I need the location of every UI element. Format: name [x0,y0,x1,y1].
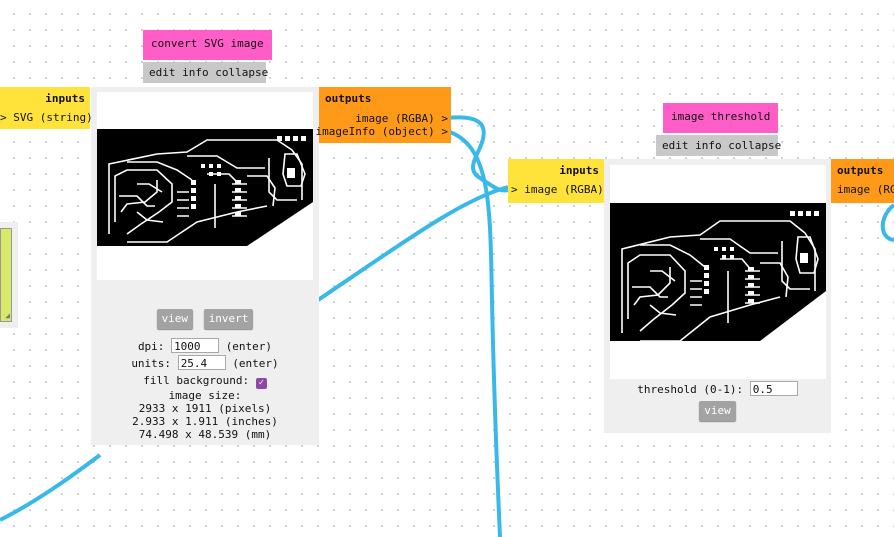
convert-outputs-panel: outputs image (RGBA) > imageInfo (object… [315,87,451,143]
resize-grip-icon[interactable]: ◢ [5,311,10,320]
threshold-module-menu: edit info collapse [656,135,782,156]
edit-link[interactable]: edit [662,139,689,152]
wire-lower-left [0,453,102,522]
left-text-panel: ◢ [0,222,18,328]
image-size-inches: 2.933 x 1.911 (inches) [132,415,278,428]
convert-module-panel: view invert dpi: 1000 (enter) units: 25.… [91,87,319,445]
threshold-module-panel: threshold (0-1): 0.5 view [604,159,831,433]
output-port-image[interactable]: image (RGBA) > [355,112,448,125]
pcb-preview-image [97,129,313,246]
threshold-preview-image [610,203,826,342]
wire-to-threshold-input [316,185,509,302]
convert-settings: dpi: 1000 (enter) units: 25.4 (enter) fi… [91,338,319,441]
outputs-header: outputs [837,164,884,177]
collapse-link[interactable]: collapse [728,139,782,152]
convert-module-title[interactable]: convert SVG image [143,30,272,60]
image-size-label: image size: [168,389,242,402]
threshold-preview-canvas [610,165,826,379]
threshold-button-row: view [604,401,831,421]
threshold-module-title[interactable]: image threshold [663,103,779,133]
wire-imageinfo-down [446,129,502,537]
left-textarea[interactable]: ◢ [0,228,12,322]
units-hint: (enter) [232,357,279,370]
info-link[interactable]: info [695,139,722,152]
dpi-hint: (enter) [225,340,273,353]
input-port-svg[interactable]: > SVG (string) [0,111,93,124]
wire-image-to-threshold [446,115,509,193]
threshold-outputs-panel: outputs image (RG [831,159,894,203]
left-inputs-panel: inputs > SVG (string) [0,87,93,129]
edit-link[interactable]: edit [149,66,176,79]
info-link[interactable]: info [182,66,209,79]
dpi-label: dpi: [137,340,165,353]
view-button[interactable]: view [156,309,194,329]
invert-button[interactable]: invert [203,309,254,329]
image-size-pixels: 2933 x 1911 (pixels) [138,402,272,415]
fill-background-checkbox[interactable]: ✓ [255,378,267,389]
inputs-header: inputs [45,92,85,105]
fill-background-label: fill background: [143,374,250,387]
dpi-input[interactable]: 1000 [171,338,220,353]
view-button[interactable]: view [699,401,736,421]
output-port-image[interactable]: image (RG [837,183,894,196]
units-input[interactable]: 25.4 [177,355,226,370]
collapse-link[interactable]: collapse [215,66,269,79]
threshold-input[interactable]: 0.5 [749,381,798,396]
wire-right-edge [880,203,894,242]
output-port-imageinfo[interactable]: imageInfo (object) > [315,125,448,138]
units-label: units: [131,357,172,370]
inputs-header: inputs [559,164,599,177]
svg-preview-canvas [97,92,313,280]
threshold-setting-row: threshold (0-1): 0.5 [604,381,831,398]
image-size-mm: 74.498 x 48.539 (mm) [138,428,272,441]
threshold-label: threshold (0-1): [637,383,744,396]
convert-button-row: view invert [91,309,319,329]
threshold-inputs-panel: inputs > image (RGBA) [508,159,604,203]
outputs-header: outputs [325,92,372,105]
convert-module-menu: edit info collapse [143,62,269,83]
input-port-image[interactable]: > image (RGBA) [511,183,604,196]
